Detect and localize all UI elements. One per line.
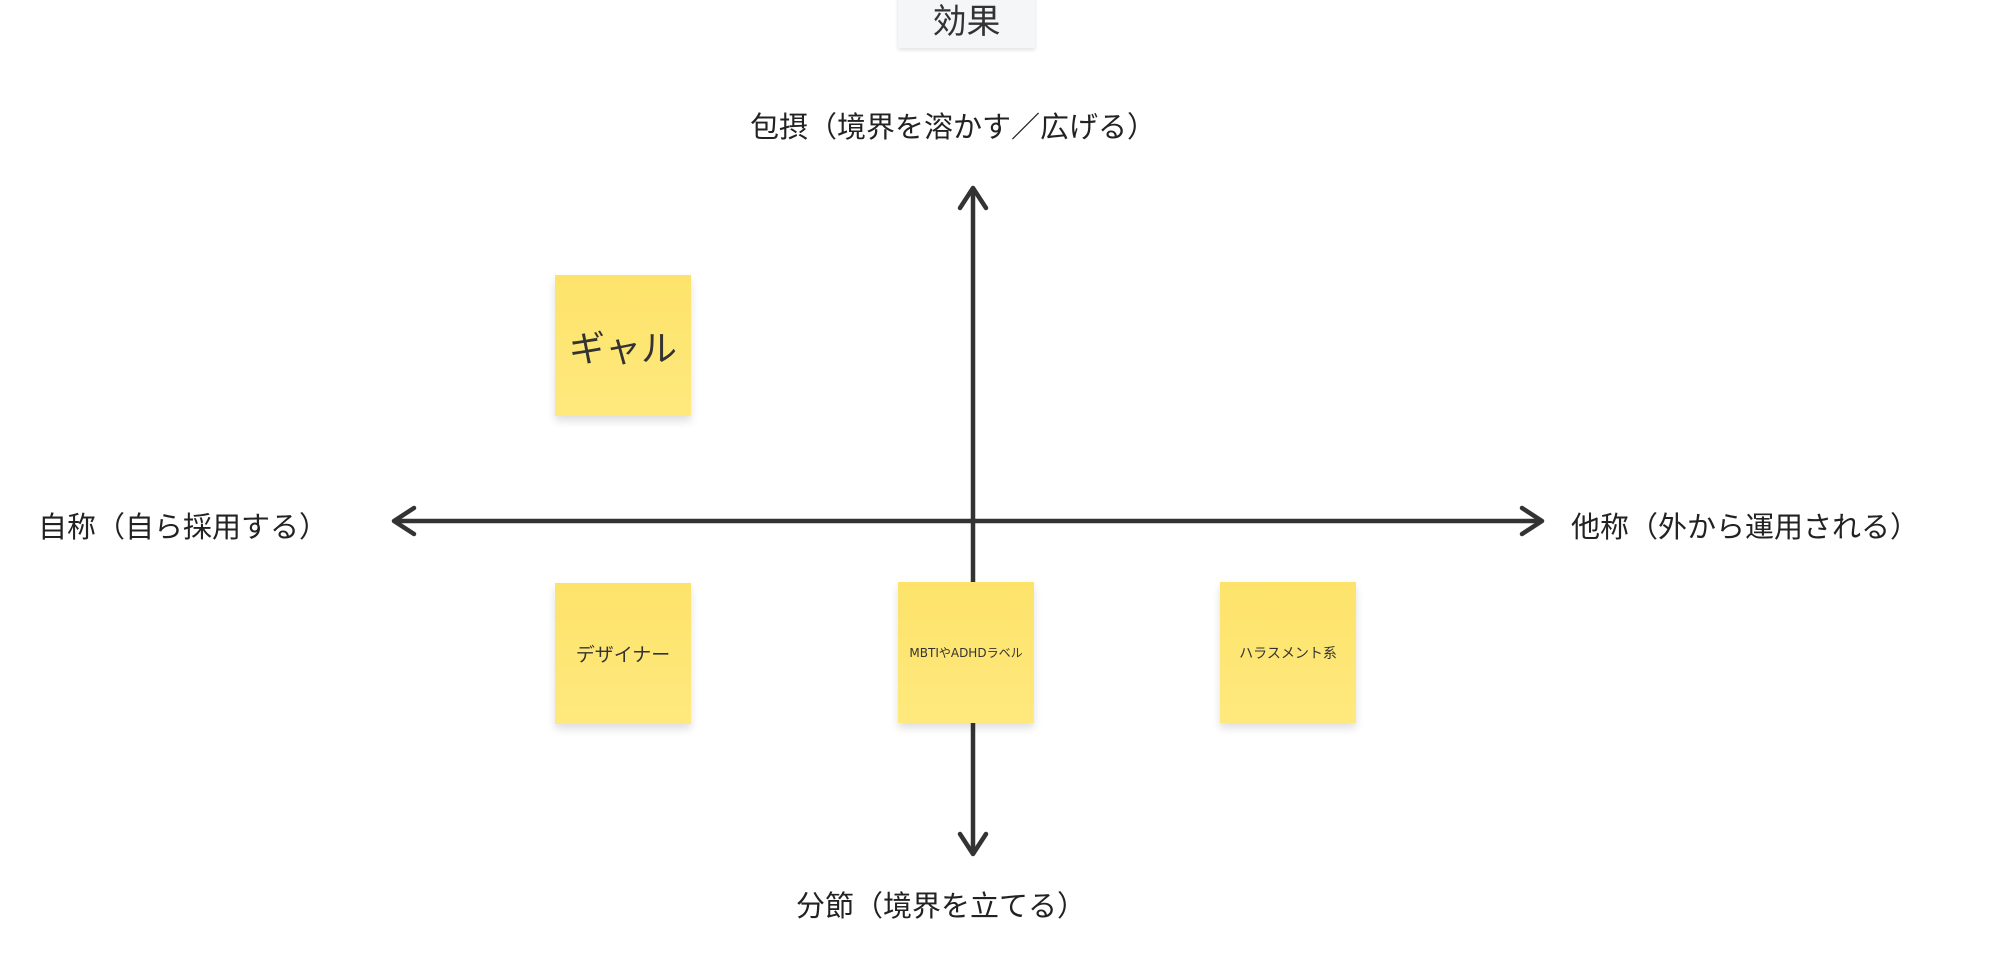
note-text: ギャル [568, 328, 677, 370]
note-text: デザイナー [575, 644, 671, 666]
sticky-note[interactable]: MBTIやADHDラベル [898, 582, 1034, 723]
arrow-down-icon [957, 831, 989, 857]
arrow-up-icon [957, 185, 989, 211]
sticky-note[interactable]: ギャル [555, 275, 691, 416]
axis-label-top: 包摂（境界を溶かす／広げる） [750, 110, 1157, 144]
axis-label-bottom: 分節（境界を立てる） [796, 889, 1087, 923]
sticky-note[interactable]: ハラスメント系 [1220, 582, 1356, 723]
note-text: ハラスメント系 [1239, 645, 1337, 662]
sticky-note[interactable]: デザイナー [555, 583, 691, 724]
arrow-left-icon [391, 505, 417, 537]
axis-label-left: 自称（自ら採用する） [38, 510, 329, 544]
arrow-right-icon [1519, 505, 1545, 537]
title-box[interactable]: 効果 [898, 0, 1035, 48]
axis-label-right: 他称（外から運用される） [1571, 510, 1920, 544]
note-text: MBTIやADHDラベル [909, 646, 1023, 660]
